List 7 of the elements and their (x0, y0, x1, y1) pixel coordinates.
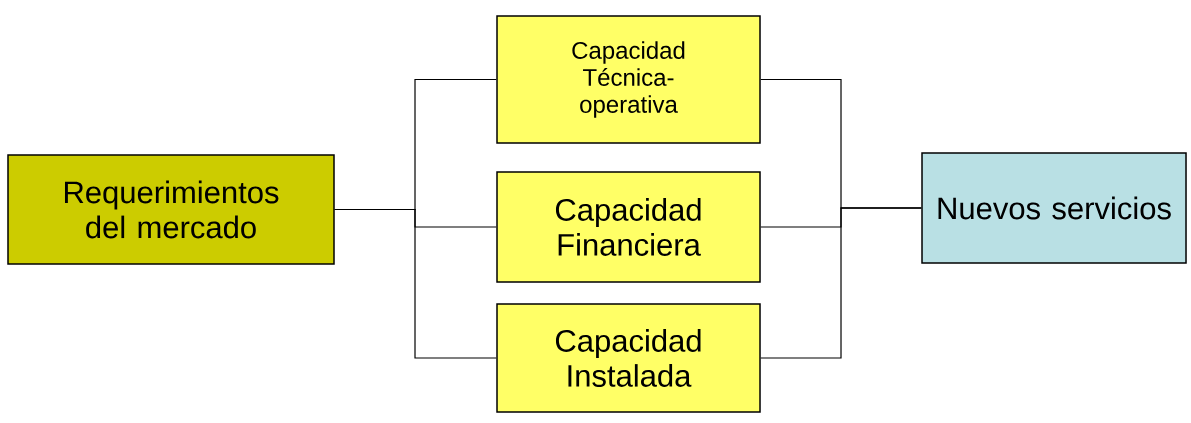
capacity-box: Capacidad Instalada (496, 303, 761, 413)
connector (760, 207, 922, 359)
capacity-box: Capacidad Financiera (496, 171, 761, 283)
connector (334, 208, 497, 359)
output-box: Nuevos servicios (921, 152, 1187, 264)
input-box: Requerimientos del mercado (7, 154, 335, 265)
capacity-box: Capacidad Técnica-operativa (496, 15, 761, 144)
